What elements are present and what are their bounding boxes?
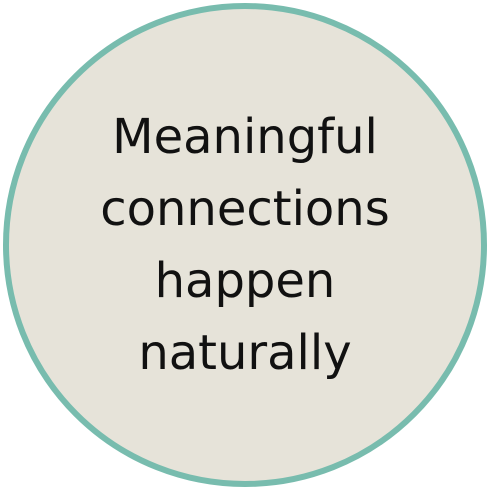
message-line-3: happen: [154, 253, 336, 309]
message-line-1: Meaningful: [112, 109, 378, 165]
message-line-2: connections: [100, 181, 390, 237]
badge-message: Meaningful connections happen naturally: [100, 101, 389, 389]
message-line-4: naturally: [138, 325, 352, 381]
circle-badge: Meaningful connections happen naturally: [3, 3, 487, 487]
